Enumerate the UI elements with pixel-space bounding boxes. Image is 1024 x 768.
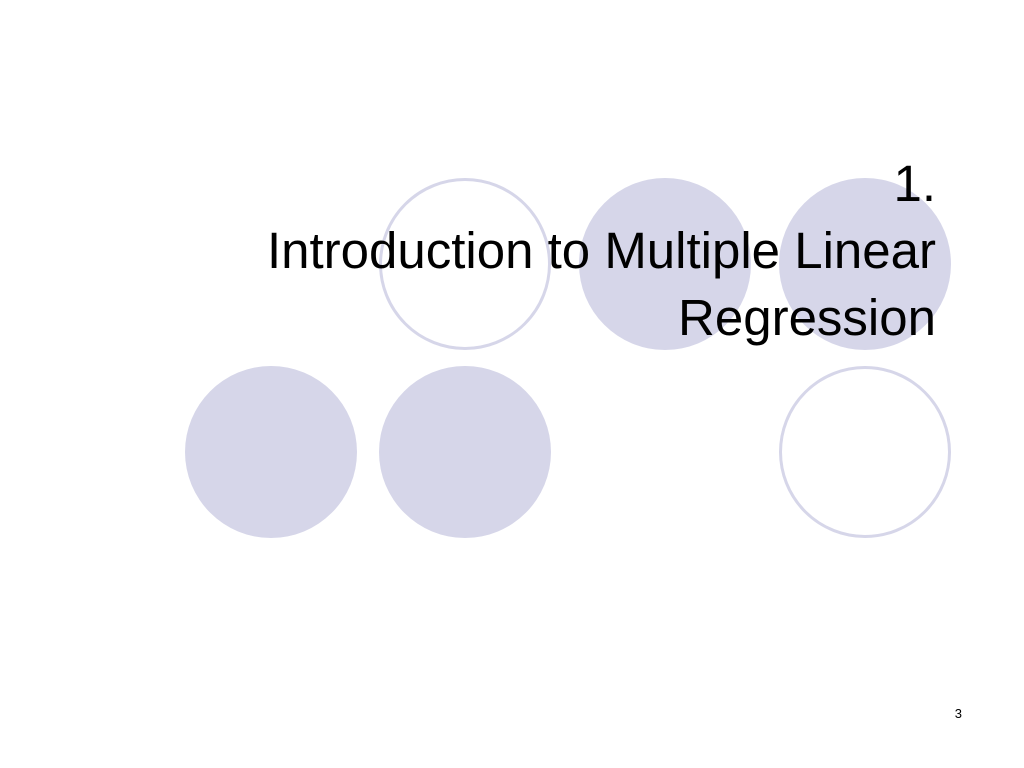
title-line-end: Regression bbox=[678, 289, 936, 346]
slide-number: 3 bbox=[954, 706, 962, 721]
slide-title: 1. Introduction to Multiple Linear Regre… bbox=[136, 150, 936, 351]
title-line-main: Introduction to Multiple Linear bbox=[266, 222, 936, 279]
decorative-circle-outline bbox=[379, 178, 551, 350]
title-line-number: 1. bbox=[893, 155, 936, 212]
decorative-circle-filled bbox=[379, 366, 551, 538]
decorative-circle-outline bbox=[779, 366, 951, 538]
decorative-circle-filled bbox=[779, 178, 951, 350]
decorative-circle-filled bbox=[579, 178, 751, 350]
decorative-circle-filled bbox=[185, 366, 357, 538]
